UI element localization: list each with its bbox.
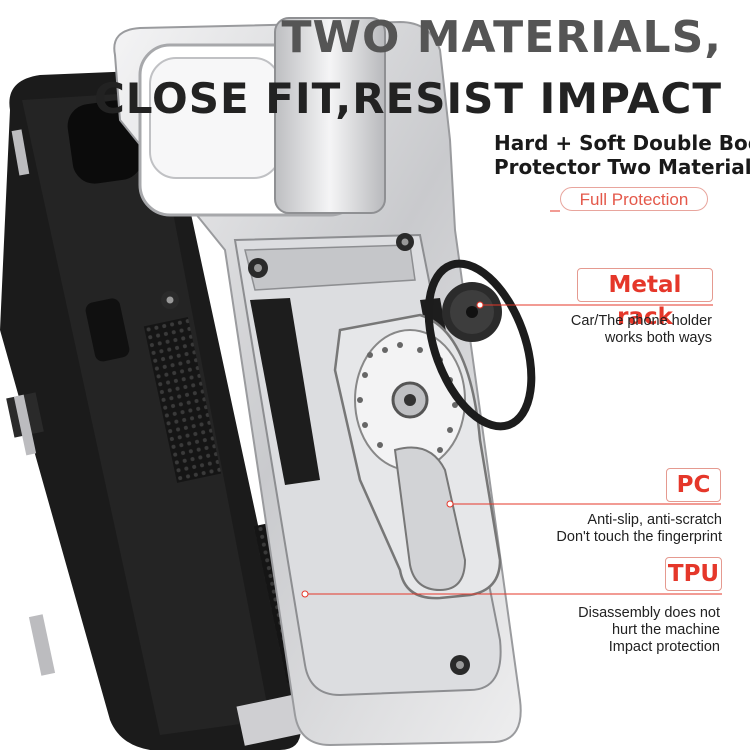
tpu-desc-line-1: Disassembly does not [578,605,720,621]
metal-rack-label: Metal rack [577,268,713,330]
subheading-line-2: Protector Two Materials [494,155,750,179]
tpu-desc-line-3: Impact protection [608,639,720,655]
callout-lines [301,210,722,598]
pc-description: Anti-slip, anti-scratch Don't touch the … [556,512,722,546]
headline-line-1: TWO MATERIALS, [281,12,722,63]
tpu-desc-line-2: hurt the machine [611,622,720,638]
pc-label: PC [666,468,721,502]
subheading: Hard + Soft Double Body Protector Two Ma… [494,131,750,179]
metal-desc-line-1: Car/The phone holder [570,313,712,329]
tpu-label: TPU [665,557,722,591]
tpu-description: Disassembly does not hurt the machine Im… [578,605,720,656]
metal-desc-line-2: works both ways [604,330,712,346]
metal-ring-holder [424,259,536,431]
pc-desc-line-1: Anti-slip, anti-scratch [587,512,722,528]
subheading-line-1: Hard + Soft Double Body [494,131,750,155]
pc-desc-line-2: Don't touch the fingerprint [556,529,722,545]
headline-line-2: CLOSE FIT,RESIST IMPACT [93,74,722,123]
metal-rack-description: Car/The phone holder works both ways [571,313,712,347]
full-protection-badge: Full Protection [560,187,708,211]
